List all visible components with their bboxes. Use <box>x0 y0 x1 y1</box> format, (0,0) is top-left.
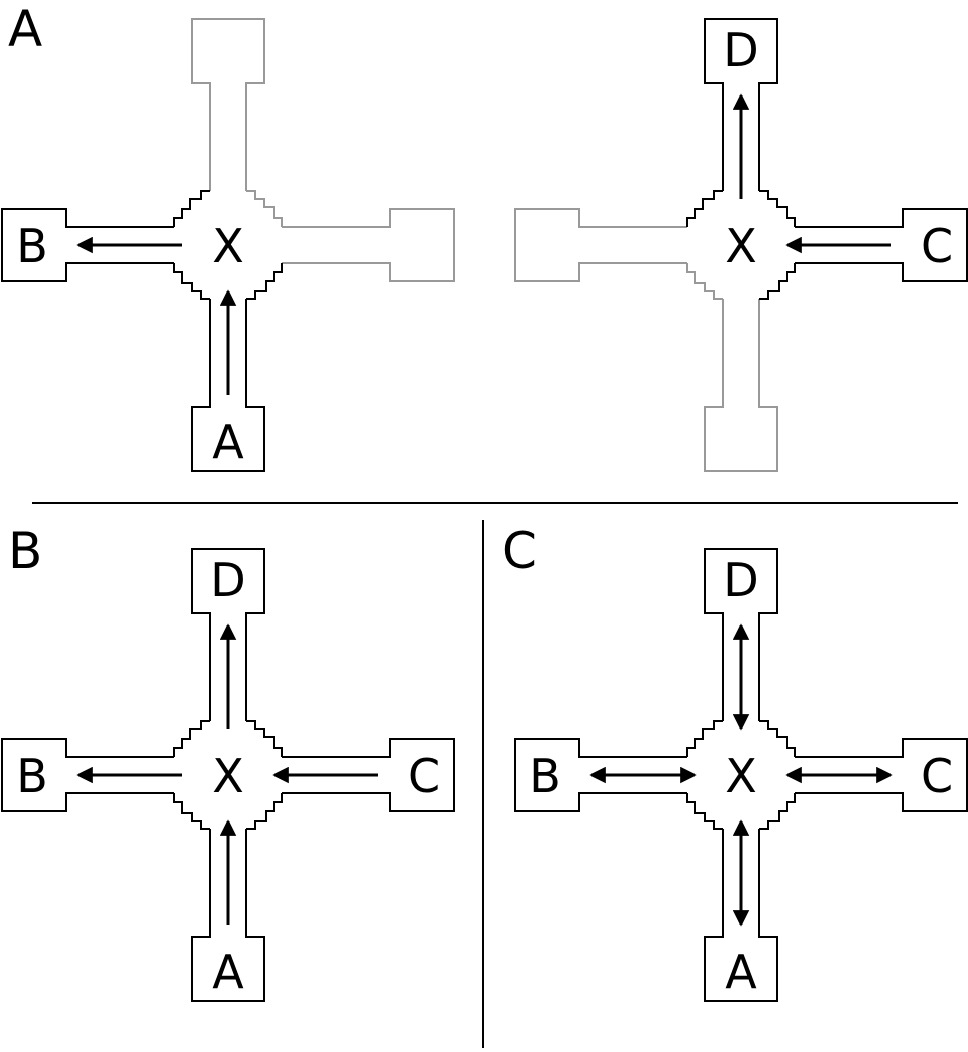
reservoir-label-east: C <box>408 749 440 803</box>
hub-corner-south-west <box>173 263 210 300</box>
panel-a-letter: A <box>8 0 42 58</box>
channel-south <box>704 829 778 1002</box>
reservoir-label-east: C <box>921 219 953 273</box>
channel-west <box>1 738 174 812</box>
channel-north <box>704 548 778 721</box>
channel-west <box>514 208 687 282</box>
reservoir-label-north: D <box>723 23 758 77</box>
channel-north <box>191 18 265 191</box>
hub-corner-north-east <box>246 190 283 227</box>
channel-south <box>704 299 778 472</box>
channel-west <box>1 208 174 282</box>
reservoir-label-north: D <box>210 553 245 607</box>
hub-corner-north-east <box>246 720 283 757</box>
hub-corner-east-south <box>759 793 796 830</box>
hub-corner-east-south <box>759 263 796 300</box>
channel-south <box>191 829 265 1002</box>
channel-west <box>514 738 687 812</box>
panel-c-letter: C <box>502 522 537 580</box>
reservoir-label-south: A <box>212 945 244 999</box>
reservoir-label-south: A <box>212 415 244 469</box>
panel-b-junction: X D B C A <box>1 548 455 1002</box>
channel-north <box>191 548 265 721</box>
hub-corner-south-west <box>173 793 210 830</box>
panel-b-letter: B <box>8 522 42 580</box>
hub-corner-north-east <box>759 720 796 757</box>
reservoir-label-west: B <box>16 219 48 273</box>
channel-east <box>282 208 455 282</box>
reservoir-label-south: A <box>725 945 757 999</box>
panel-a-right-junction: X D C <box>514 18 968 472</box>
hub-corner-east-south <box>246 793 283 830</box>
junction-center-label: X <box>725 749 757 803</box>
hub-corner-east-south <box>246 263 283 300</box>
junction-center-label: X <box>212 219 244 273</box>
channel-north <box>704 18 778 191</box>
hub-corner-west-north <box>686 720 723 757</box>
junction-center-label: X <box>725 219 757 273</box>
reservoir-label-west: B <box>529 749 561 803</box>
hub-corner-south-west <box>686 793 723 830</box>
junction-center-label: X <box>212 749 244 803</box>
hub-corner-west-north <box>173 190 210 227</box>
channel-east <box>795 208 968 282</box>
hub-corner-west-north <box>173 720 210 757</box>
channel-east <box>795 738 968 812</box>
channel-south <box>191 299 265 472</box>
hub-corner-north-east <box>759 190 796 227</box>
reservoir-label-east: C <box>921 749 953 803</box>
reservoir-label-north: D <box>723 553 758 607</box>
hub-corner-west-north <box>686 190 723 227</box>
channel-east <box>282 738 455 812</box>
reservoir-label-west: B <box>16 749 48 803</box>
panel-c-junction: X D B C A <box>514 548 968 1002</box>
hub-corner-south-west <box>686 263 723 300</box>
panel-a-left-junction: X B A <box>1 18 455 472</box>
